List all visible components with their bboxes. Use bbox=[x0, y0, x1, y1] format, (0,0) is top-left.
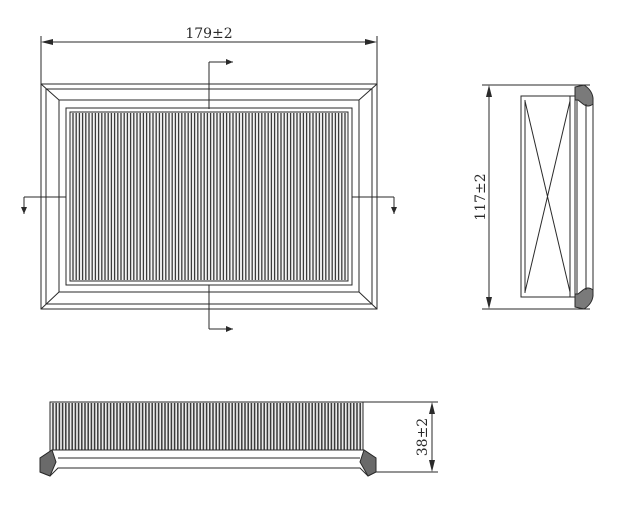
width-dimension bbox=[40, 36, 378, 84]
height-dimension bbox=[482, 84, 590, 310]
right-foot bbox=[359, 449, 377, 477]
thickness-dimension bbox=[363, 401, 438, 473]
base-flange bbox=[39, 449, 377, 477]
width-dimension-label: 179±2 bbox=[185, 26, 232, 42]
pleat-lines bbox=[72, 113, 346, 280]
side-view bbox=[520, 84, 594, 310]
height-dimension-label: 117±2 bbox=[473, 173, 489, 220]
left-foot bbox=[39, 449, 57, 477]
media-area bbox=[69, 111, 349, 282]
thickness-dimension-label: 38±2 bbox=[415, 418, 431, 456]
bottom-view bbox=[39, 401, 377, 477]
section-markers bbox=[21, 59, 397, 332]
bottom-seal bbox=[574, 287, 594, 310]
bottom-pleat-lines bbox=[52, 403, 361, 451]
top-seal bbox=[574, 84, 594, 107]
front-view bbox=[40, 83, 378, 310]
